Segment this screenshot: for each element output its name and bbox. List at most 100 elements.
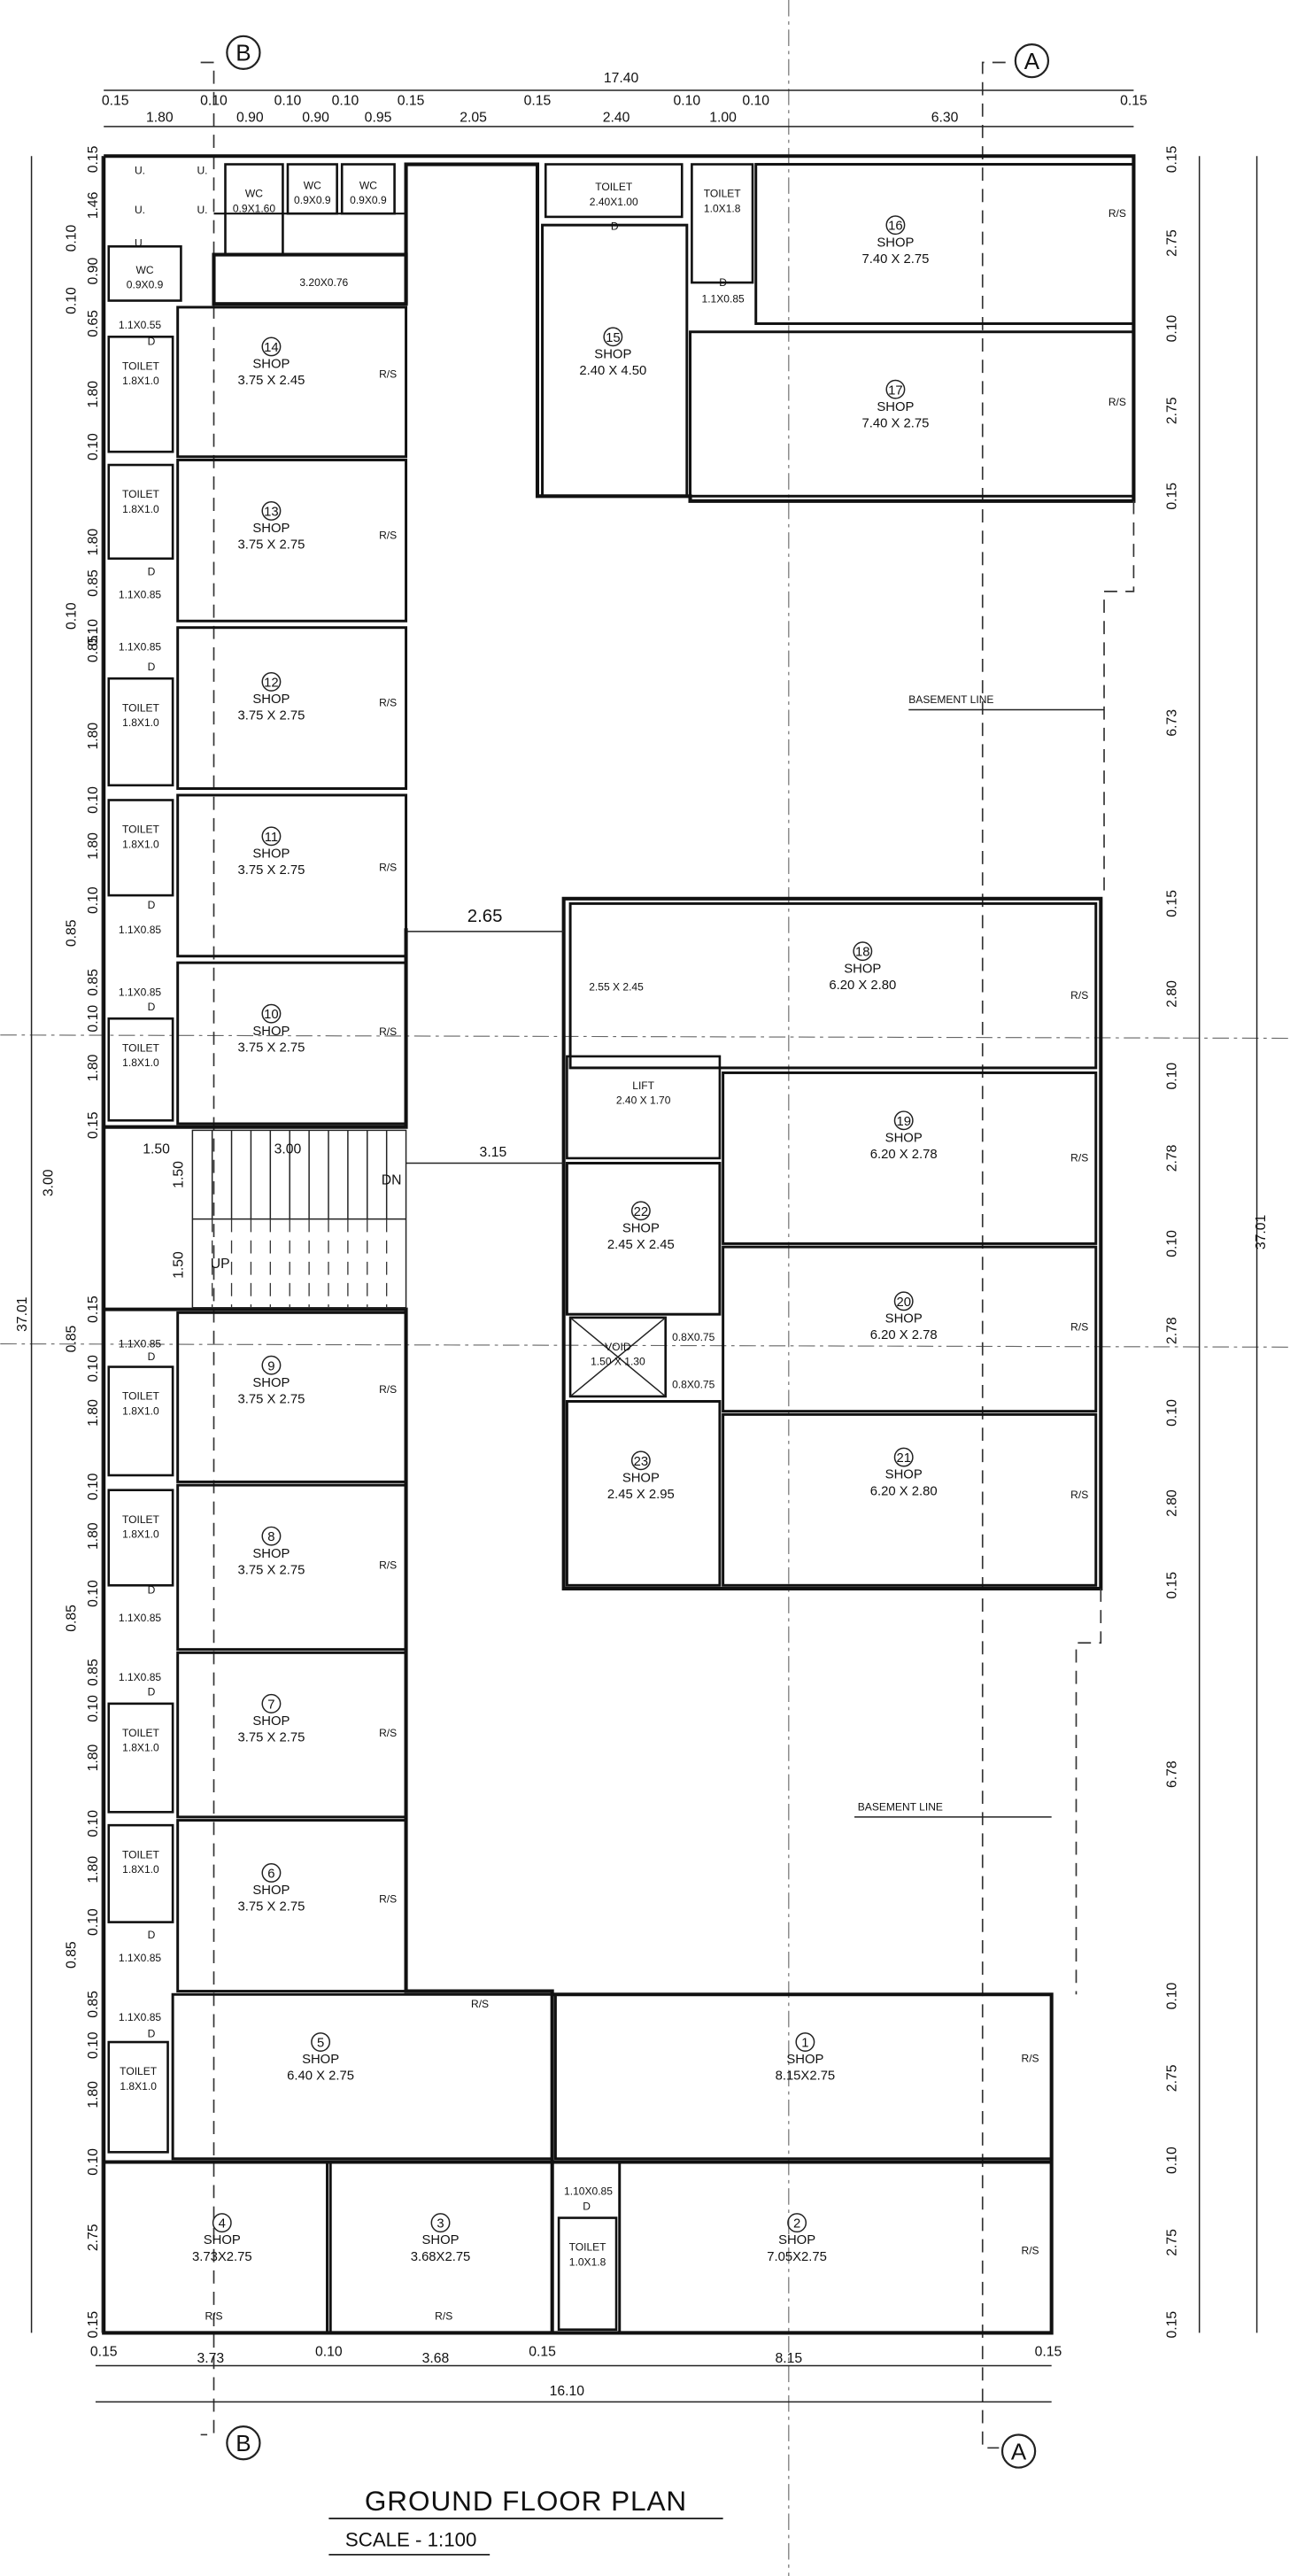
room-outline	[107, 463, 174, 561]
drawing-title: GROUND FLOOR PLAN	[365, 2485, 687, 2517]
shop-outline	[541, 223, 689, 498]
shop-size: 3.75 X 2.75	[238, 1900, 305, 1915]
shop-size: 7.05X2.75	[767, 2250, 827, 2264]
rising-shaft-label: R/S	[1022, 2244, 1039, 2256]
shop-outline	[565, 1162, 722, 1316]
stair-height-label: 3.00	[42, 1169, 57, 1196]
basement-line-label: BASEMENT LINE	[858, 1800, 943, 1813]
stair-landing-label: 1.50	[143, 1141, 170, 1156]
shop-number: 17	[888, 383, 903, 398]
dimension-label: 2.05	[460, 110, 487, 125]
dimension-label: 0.15	[86, 2311, 101, 2339]
dimension-label: 0.10	[86, 1580, 101, 1607]
shop-number-circle	[212, 2213, 232, 2233]
dimension-label: 0.15	[1165, 483, 1180, 510]
dimension-label: 0.10	[86, 1355, 101, 1382]
room-size: 0.9X0.9	[127, 279, 164, 291]
room-16: WC0.9X0.9	[286, 163, 338, 215]
shop-name: SHOP	[885, 1131, 923, 1145]
dimension-label: 0.10	[65, 287, 80, 314]
room-name: TOILET	[122, 701, 160, 714]
shop-outline	[176, 793, 408, 958]
room-size: 1.8X1.0	[122, 1056, 159, 1069]
dimension-label: 17.40	[604, 71, 639, 86]
dimension-label: 0.10	[86, 1810, 101, 1837]
room-annotation: D	[148, 1350, 156, 1363]
rising-shaft-label: R/S	[1070, 989, 1088, 1002]
dimension-label: 0.10	[1165, 2147, 1180, 2174]
shop-name: SHOP	[252, 847, 290, 861]
shop-number-circle	[787, 2213, 807, 2233]
room-name: TOILET	[120, 2065, 158, 2077]
rising-shaft-label: R/S	[205, 2310, 222, 2323]
shop-size: 3.75 X 2.75	[238, 1392, 305, 1406]
shop-name: SHOP	[252, 358, 290, 372]
grid-label: A	[1011, 2438, 1027, 2464]
dimension-label: 0.85	[86, 569, 101, 597]
shop-name: SHOP	[885, 1468, 923, 1482]
shop-name: SHOP	[252, 1547, 290, 1561]
shop-outline	[722, 1071, 1098, 1245]
dimension-label: 0.10	[673, 94, 700, 109]
dimension-label: 0.10	[86, 2148, 101, 2176]
rising-shaft-label: R/S	[379, 1727, 397, 1739]
shop-number-circle	[261, 337, 282, 357]
rising-shaft-label: R/S	[379, 1559, 397, 1572]
shop-name: SHOP	[422, 2233, 460, 2247]
room-annotation: 0.8X0.75	[672, 1331, 715, 1343]
room-annotation: 3.20X0.76	[299, 276, 348, 289]
room-18: WC0.9X0.9	[107, 244, 182, 302]
shop-size: 8.15X2.75	[776, 2069, 836, 2084]
room-name: TOILET	[122, 488, 160, 500]
dimension-label: 0.10	[1165, 1983, 1180, 2010]
room-outline	[566, 1055, 722, 1160]
dimension-label: 2.75	[1165, 229, 1180, 257]
shop-size: 3.73X2.75	[192, 2250, 252, 2264]
shop-number: 3	[436, 2217, 444, 2232]
room-size: 1.0X1.8	[569, 2255, 606, 2268]
dimension-label: 0.10	[65, 224, 80, 251]
shop-outline	[328, 2160, 554, 2334]
shop-size: 3.68X2.75	[411, 2250, 471, 2264]
room-annotation: U.	[197, 165, 207, 177]
staircase	[191, 1129, 407, 1309]
dimension-label: 1.80	[86, 1856, 101, 1884]
dimension-label: 0.10	[332, 94, 359, 109]
room-name: TOILET	[595, 181, 633, 193]
shop-number-circle	[885, 215, 906, 236]
rising-shaft-label: R/S	[379, 1383, 397, 1396]
shop-number: 7	[267, 1698, 274, 1712]
dimension-label: 2.78	[1165, 1317, 1180, 1344]
shop-outline	[176, 1819, 408, 1993]
rising-shaft-label: R/S	[379, 697, 397, 709]
room-outline	[107, 2040, 169, 2154]
shop-name: SHOP	[844, 962, 881, 976]
shop-outline	[176, 961, 408, 1126]
dimension-label: 0.10	[315, 2344, 343, 2359]
dimension-label: 0.15	[529, 2344, 556, 2359]
room-17: WC0.9X0.9	[340, 163, 396, 215]
shop-number-circle	[853, 941, 873, 962]
room-outline	[107, 1823, 174, 1923]
dimension-label: 0.10	[86, 1695, 101, 1722]
shop-number: 20	[896, 1296, 911, 1310]
stair-flight-label: 1.50	[171, 1161, 186, 1188]
room-annotation: 1.1X0.85	[119, 588, 162, 600]
room-annotation: 1.1X0.85	[119, 924, 162, 936]
dimension-label: 0.15	[86, 1111, 101, 1139]
dimension-label: 2.75	[1165, 397, 1180, 424]
shop-outline	[722, 1245, 1098, 1413]
dimension-label: 0.15	[1165, 1572, 1180, 1599]
dimension-label: 2.78	[1165, 1144, 1180, 1172]
